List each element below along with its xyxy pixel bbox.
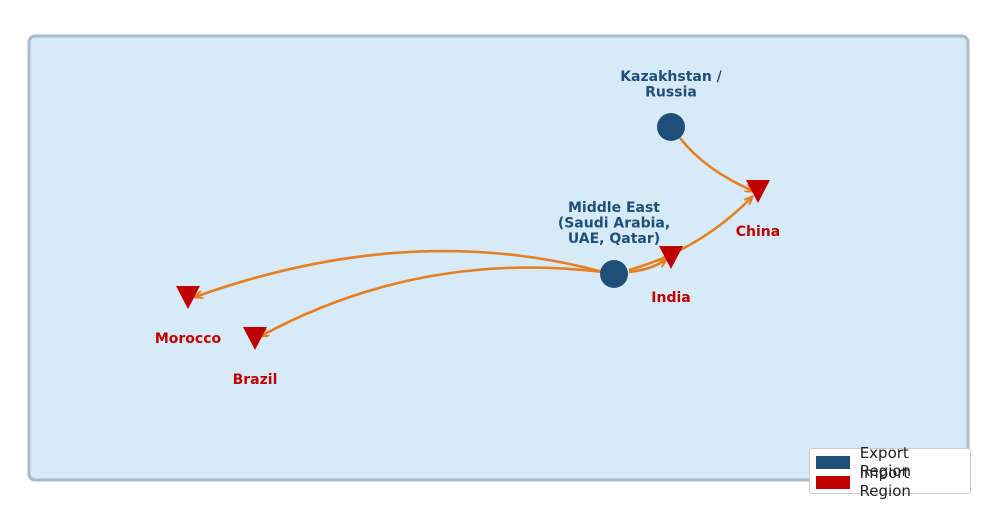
markers-layer [176,113,770,350]
flow-arrow-middle-east-to-india [628,260,666,274]
region-label-morocco: Morocco [155,331,222,347]
legend-swatch-import [816,475,850,489]
region-label-line: India [651,290,690,306]
legend-row-import: Import Region [816,464,964,500]
region-label-line: Middle East [568,200,660,216]
region-label-line: Brazil [233,372,278,388]
flow-arrow-middle-east-to-brazil [261,266,604,336]
region-marker-china [746,180,770,203]
region-label-line: (Saudi Arabia, [558,216,670,232]
region-marker-india [659,246,683,269]
map-background [27,34,970,482]
region-label-line: UAE, Qatar) [568,231,660,247]
region-label-line: Kazakhstan / [620,69,722,85]
region-label-india: India [651,290,690,306]
region-marker-morocco [176,286,200,309]
legend-swatch-export [816,455,850,469]
flow-arrow-middle-east-to-morocco [195,249,604,297]
legend: Export Region Import Region [809,444,971,500]
legend-row-export: Export Region [816,444,964,480]
region-marker-middle-east [600,260,628,288]
flow-arrow-kazakhstan-russia-to-china [678,137,753,191]
region-label-kazakhstan-russia: Kazakhstan /Russia [620,69,722,101]
region-label-china: China [736,224,780,240]
region-label-middle-east: Middle East(Saudi Arabia,UAE, Qatar) [558,200,670,247]
region-label-line: Morocco [155,331,222,347]
region-label-brazil: Brazil [233,372,278,388]
legend-label-export: Export Region [859,444,912,480]
legend-label-import: Import Region [859,464,911,500]
region-marker-brazil [243,327,267,350]
region-label-line: China [736,224,780,240]
flows-layer [195,137,753,336]
region-label-line: Russia [645,85,697,101]
region-marker-kazakhstan-russia [657,113,685,141]
flow-arrow-middle-east-to-china [628,197,752,272]
